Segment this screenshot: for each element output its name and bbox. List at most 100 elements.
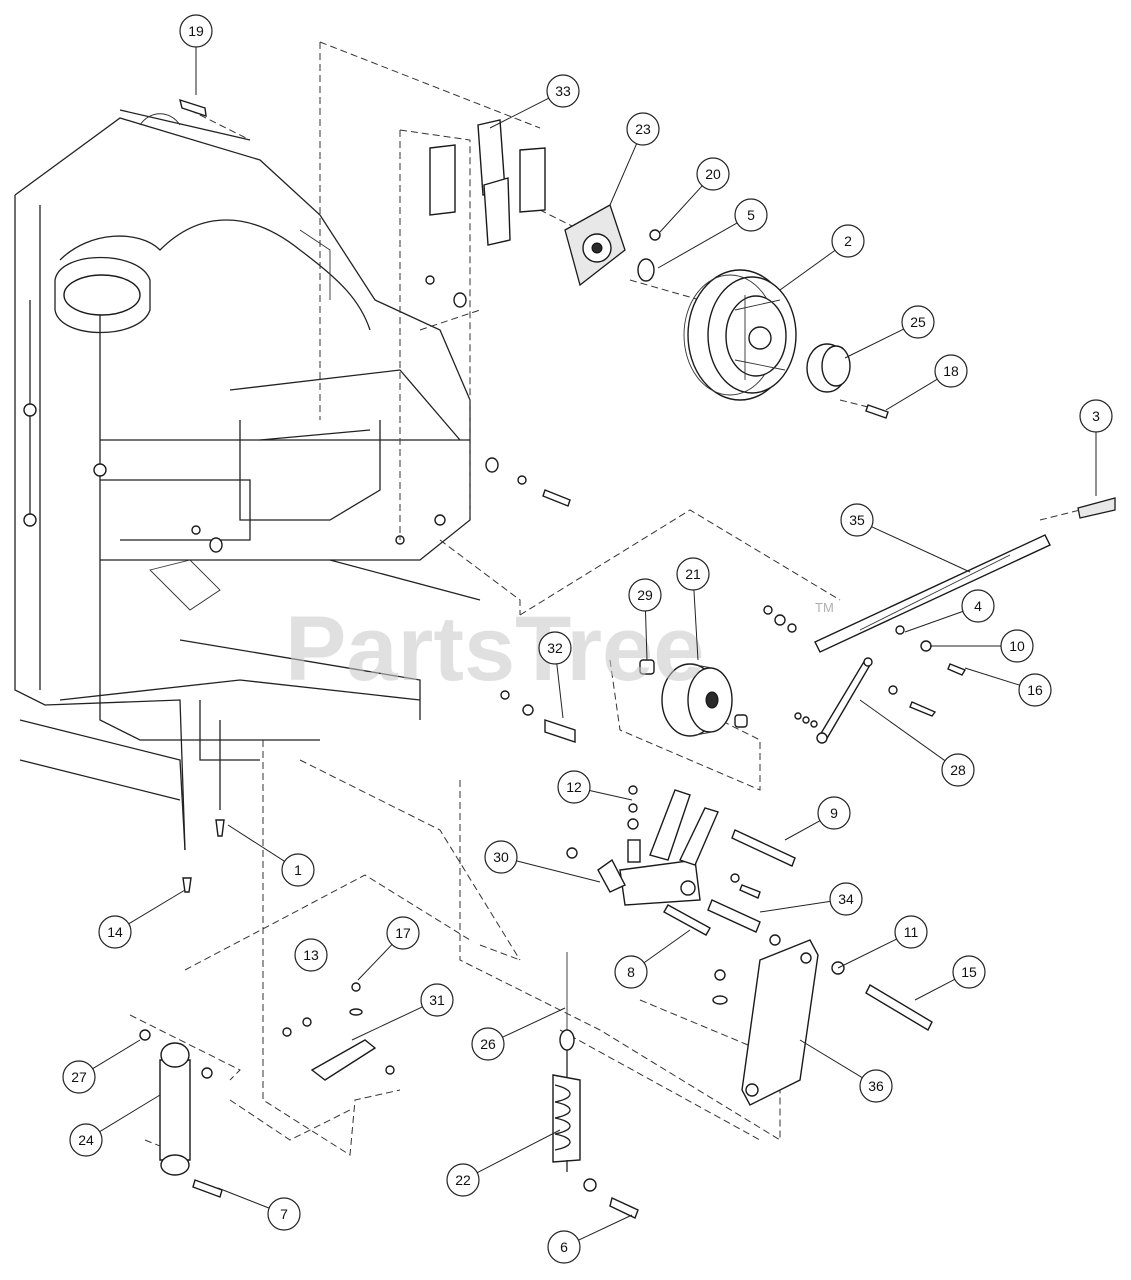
callout-leader-33 (489, 97, 549, 129)
callout-34: 34 (759, 882, 863, 916)
callout-label-27: 27 (71, 1069, 87, 1085)
callout-leader-8 (643, 929, 691, 964)
callout-circle-23 (626, 112, 660, 146)
callout-1: 1 (227, 824, 315, 887)
callout-leader-15 (914, 978, 956, 1001)
callout-circle-29 (628, 578, 662, 612)
callout-circle-18 (934, 354, 968, 388)
callout-30: 30 (484, 840, 601, 883)
callout-label-16: 16 (1027, 682, 1043, 698)
callout-leader-21 (693, 589, 699, 661)
callout-label-33: 33 (555, 83, 571, 99)
callout-leader-2 (779, 249, 836, 291)
callout-24: 24 (69, 1094, 161, 1157)
callout-label-6: 6 (560, 1239, 568, 1255)
callout-label-5: 5 (747, 207, 755, 223)
callout-label-4: 4 (974, 598, 982, 614)
callout-leader-31 (351, 1006, 423, 1041)
callout-circle-4 (961, 589, 995, 623)
callout-leader-1 (227, 824, 285, 862)
callout-leader-32 (556, 663, 564, 719)
engine-frame (14, 109, 481, 851)
callout-11: 11 (837, 915, 928, 969)
callout-circle-30 (484, 840, 518, 874)
callout-circle-13 (294, 938, 328, 972)
callout-12: 12 (557, 770, 633, 804)
callout-label-25: 25 (910, 314, 926, 330)
watermark: PartsTree TM (285, 598, 834, 700)
callout-circle-5 (734, 198, 768, 232)
callout-circle-28 (941, 753, 975, 787)
callout-circle-3 (1079, 399, 1113, 433)
callout-circle-36 (859, 1069, 893, 1103)
callout-label-30: 30 (493, 849, 509, 865)
callout-label-31: 31 (429, 992, 445, 1008)
callout-28: 28 (859, 699, 975, 787)
callout-circle-12 (557, 770, 591, 804)
callout-label-29: 29 (637, 587, 653, 603)
callout-leader-25 (844, 328, 904, 359)
callout-17: 17 (357, 916, 420, 981)
callout-leader-9 (784, 820, 821, 841)
callout-label-11: 11 (904, 924, 919, 940)
callout-circle-24 (69, 1123, 103, 1157)
callout-leader-23 (609, 143, 638, 206)
callout-33: 33 (489, 74, 580, 129)
callout-leader-34 (759, 900, 831, 913)
callout-29: 29 (628, 578, 662, 661)
callout-label-24: 24 (78, 1132, 94, 1148)
callout-3: 3 (1079, 399, 1113, 496)
callout-label-17: 17 (395, 925, 411, 941)
callout-circle-34 (829, 882, 863, 916)
callout-leader-7 (217, 1187, 270, 1209)
callout-leader-14 (128, 889, 186, 925)
callout-label-35: 35 (849, 512, 865, 528)
callout-label-14: 14 (107, 924, 123, 940)
callout-leader-29 (644, 610, 648, 661)
callout-circle-11 (894, 915, 928, 949)
callout-label-36: 36 (868, 1078, 884, 1094)
callout-21: 21 (676, 557, 710, 661)
callout-label-13: 13 (303, 947, 319, 963)
callout-leader-18 (885, 378, 938, 411)
callout-leader-4 (904, 610, 964, 633)
callout-19: 19 (179, 14, 213, 95)
callout-circle-9 (817, 796, 851, 830)
callout-15: 15 (914, 955, 986, 1001)
callout-14: 14 (98, 889, 186, 949)
callout-label-22: 22 (455, 1172, 471, 1188)
callout-circle-26 (471, 1027, 505, 1061)
callout-18: 18 (885, 354, 968, 411)
callout-circle-1 (281, 853, 315, 887)
callout-circle-17 (386, 916, 420, 950)
callout-leader-22 (476, 1129, 561, 1174)
callout-circle-7 (267, 1197, 301, 1231)
callout-circle-6 (547, 1230, 581, 1264)
callout-27: 27 (62, 1039, 141, 1094)
callout-circle-8 (614, 955, 648, 989)
callout-32: 32 (538, 631, 572, 719)
callout-label-10: 10 (1009, 638, 1025, 654)
callout-circle-35 (840, 503, 874, 537)
callout-26: 26 (471, 1007, 566, 1061)
callout-label-32: 32 (547, 640, 563, 656)
callout-label-8: 8 (627, 964, 635, 980)
callout-9: 9 (784, 796, 851, 841)
callout-36: 36 (799, 1039, 893, 1103)
callout-circle-31 (420, 983, 454, 1017)
callout-leader-26 (502, 1007, 566, 1038)
callout-leader-17 (357, 944, 393, 981)
callout-circle-16 (1018, 673, 1052, 707)
callout-circle-19 (179, 14, 213, 48)
callout-label-18: 18 (943, 363, 959, 379)
callout-circle-32 (538, 631, 572, 665)
callout-circle-21 (676, 557, 710, 591)
watermark-text: PartsTree (285, 598, 704, 700)
callout-16: 16 (964, 667, 1052, 707)
components (139, 98, 1116, 1219)
callout-10: 10 (930, 629, 1034, 663)
callout-leader-12 (589, 790, 633, 801)
callout-leader-35 (871, 526, 971, 573)
callout-23: 23 (609, 112, 660, 206)
